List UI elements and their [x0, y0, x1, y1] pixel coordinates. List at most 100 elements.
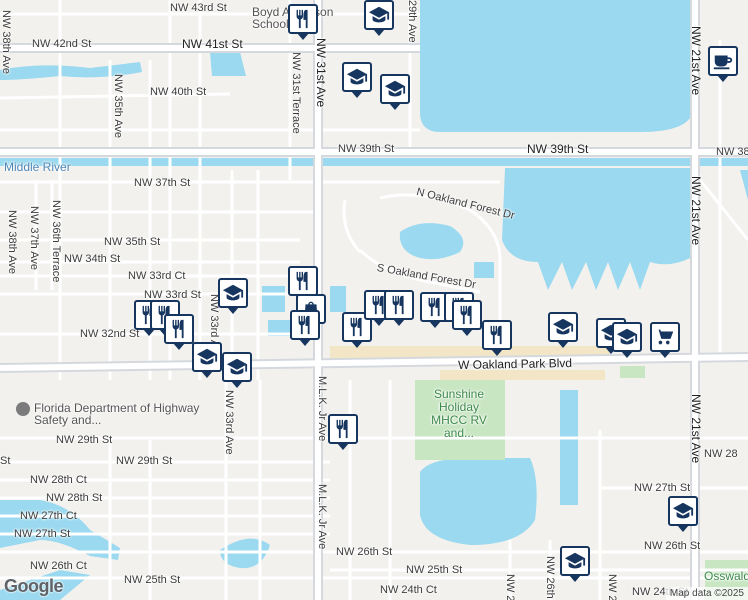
- school-icon: [196, 346, 218, 368]
- street-label-nw32: NW 32nd St: [80, 328, 140, 340]
- place-label-sunshine-holiday[interactable]: Sunshine Holiday MHCC RV and...: [431, 387, 487, 440]
- map-pin-school[interactable]: [612, 322, 642, 358]
- map-pin-cafe[interactable]: [708, 46, 738, 82]
- school-icon: [346, 66, 368, 88]
- school-icon: [672, 500, 694, 522]
- restaurant-icon: [368, 294, 390, 316]
- map-pin-restaurant[interactable]: [420, 292, 450, 328]
- restaurant-icon: [486, 324, 508, 346]
- street-label-nw40: NW 40th St: [150, 86, 207, 98]
- cafe-icon: [712, 50, 734, 72]
- map-pin-restaurant[interactable]: [328, 414, 358, 450]
- street-label-nw36ter: NW 36th Terrace: [50, 200, 62, 283]
- restaurant-icon: [292, 270, 314, 292]
- school-icon: [368, 4, 390, 26]
- map-pin-restaurant[interactable]: [164, 314, 194, 350]
- street-label-nw26ct: NW 26th Ct: [30, 560, 87, 572]
- street-label-oakland-park: W Oakland Park Blvd: [457, 356, 573, 372]
- street-label-nw24ct: NW 24th Ct: [380, 584, 437, 596]
- street-label-mlk1: M.L.K. Jr Ave: [316, 376, 328, 442]
- shopping-cart-icon: [654, 326, 676, 348]
- street-label-nw37: NW 37th St: [134, 177, 191, 189]
- street-label-nw33: NW 33rd St: [144, 289, 201, 301]
- street-label-nw41: NW 41st St: [182, 37, 243, 51]
- map-pin-shopping-cart[interactable]: [650, 322, 680, 358]
- school-icon: [384, 78, 406, 100]
- street-label-nw38ave: NW 38th Ave: [6, 210, 18, 274]
- map-pin-school[interactable]: [342, 62, 372, 98]
- commercial-areas: [330, 346, 610, 380]
- street-label-nw38ave-top: NW 38th Ave: [0, 10, 12, 74]
- school-icon: [222, 282, 244, 304]
- street-label-nw27ct: NW 27th Ct: [20, 510, 77, 522]
- street-label-nw35: NW 35th St: [104, 236, 161, 248]
- street-label-nw29-edge: St: [0, 455, 11, 467]
- street-label-nw27th-bottom: NW 27th: [504, 574, 516, 600]
- street-label-nw21ave-a: NW 21st Ave: [689, 26, 703, 96]
- street-label-nw37ave: NW 37th Ave: [28, 206, 40, 270]
- map-pin-school[interactable]: [548, 312, 578, 348]
- map-attribution[interactable]: Map data ©2025: [665, 587, 748, 600]
- google-logo: Google: [4, 576, 64, 596]
- street-label-nw29: NW 29th St: [56, 434, 113, 446]
- street-label-nw31ave: NW 31st Ave: [314, 38, 328, 108]
- street-label-nw31ter: NW 31st Terrace: [290, 52, 302, 134]
- school-icon: [226, 356, 248, 378]
- street-label-nw28: NW 28th St: [46, 492, 103, 504]
- restaurant-icon: [332, 418, 354, 440]
- street-label-nw42: NW 42nd St: [32, 38, 92, 50]
- street-label-nw25: NW 25th St: [124, 574, 181, 586]
- map-pin-restaurant[interactable]: [452, 300, 482, 336]
- restaurant-icon: [456, 304, 478, 326]
- street-label-nw43: NW 43rd St: [170, 2, 227, 14]
- street-label-nw29ave: 29th Ave: [406, 0, 418, 43]
- map-pin-restaurant[interactable]: [290, 310, 320, 346]
- street-label-nw27-b: NW 27th St: [634, 482, 691, 494]
- street-label-nw39-b: NW 39th St: [527, 142, 589, 156]
- map-pin-restaurant[interactable]: [288, 4, 318, 40]
- school-icon: [564, 550, 586, 572]
- restaurant-icon: [346, 316, 368, 338]
- water-label-middle-river: Middle River: [4, 160, 71, 174]
- street-label-mlk2: M.L.K. Jr Ave: [316, 484, 328, 550]
- school-icon: [616, 326, 638, 348]
- street-label-nw27: NW 27th St: [14, 528, 71, 540]
- street-label-nw35ave: NW 35th Ave: [112, 74, 124, 138]
- restaurant-icon: [424, 296, 446, 318]
- street-label-nw38-edge: NW 38: [716, 146, 748, 158]
- restaurant-icon: [292, 8, 314, 30]
- street-label-nw33ave-b: NW 33rd Ave: [223, 390, 235, 455]
- government-building-icon: [16, 402, 30, 416]
- map-pin-restaurant[interactable]: [288, 266, 318, 302]
- restaurant-icon: [388, 294, 410, 316]
- street-label-nw39-a: NW 39th St: [338, 143, 395, 155]
- school-icon: [552, 316, 574, 338]
- street-label-nw29-b: NW 29th St: [116, 455, 173, 467]
- map-pin-school[interactable]: [560, 546, 590, 582]
- map-pin-restaurant[interactable]: [482, 320, 512, 356]
- street-label-nw26-c: NW 26th St: [644, 540, 701, 552]
- map-pin-school[interactable]: [218, 278, 248, 314]
- restaurant-icon: [154, 304, 176, 326]
- map-pin-school[interactable]: [668, 496, 698, 532]
- street-label-nw33ct: NW 33rd Ct: [128, 270, 186, 282]
- map-pin-school[interactable]: [364, 0, 394, 36]
- map-pin-school[interactable]: [192, 342, 222, 378]
- map-pin-school[interactable]: [222, 352, 252, 388]
- place-label-osswald[interactable]: Osswald: [704, 569, 748, 583]
- restaurant-icon: [294, 314, 316, 336]
- street-label-nw26th-bottom: NW 26th: [544, 556, 556, 599]
- street-label-nw25-b: NW 25th St: [406, 564, 463, 576]
- street-label-nw23-bottom: NW 23: [606, 574, 618, 600]
- place-label-dhsmv[interactable]: Florida Department of Highway Safety and…: [34, 401, 200, 427]
- street-label-nw21ave-b: NW 21st Ave: [689, 176, 703, 246]
- map-pin-school[interactable]: [380, 74, 410, 110]
- street-label-nw34: NW 34th St: [64, 253, 121, 265]
- street-label-nw26: NW 26th St: [336, 546, 393, 558]
- map-pin-restaurant[interactable]: [384, 290, 414, 326]
- street-label-nw28-edge: NW 28: [704, 448, 738, 460]
- street-label-nw28ct: NW 28th Ct: [30, 474, 87, 486]
